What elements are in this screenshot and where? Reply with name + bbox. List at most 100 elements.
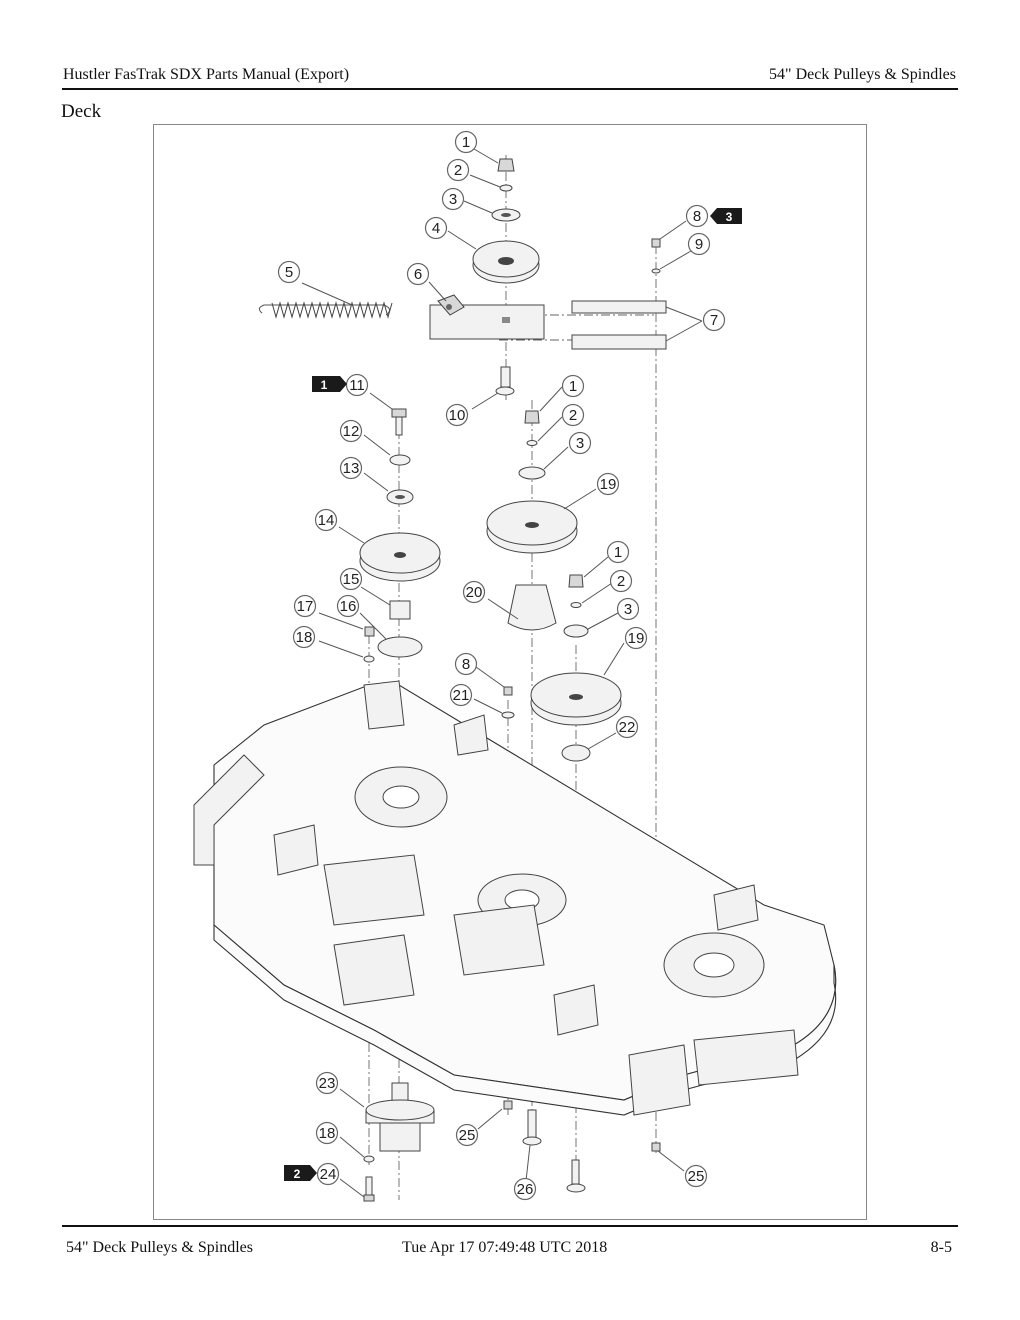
callout-8: 8: [454, 652, 478, 676]
svg-text:25: 25: [459, 1127, 476, 1144]
kit-flag-1: 1: [312, 376, 347, 392]
svg-text:4: 4: [432, 220, 440, 237]
svg-text:8: 8: [462, 656, 470, 673]
callout-6: 6: [406, 262, 430, 286]
callout-12: 12: [339, 419, 363, 443]
svg-text:19: 19: [600, 476, 617, 493]
exploded-parts-diagram: 1 2 3 4 5 6 7 8 9 10 11 12 13 14 15 16 1…: [153, 124, 867, 1220]
callout-21: 21: [449, 683, 473, 707]
kit-flag-3: 3: [710, 208, 742, 224]
svg-text:1: 1: [614, 544, 622, 561]
svg-text:10: 10: [449, 407, 466, 424]
header-manual-title: Hustler FasTrak SDX Parts Manual (Export…: [63, 66, 350, 83]
bolt-part: [495, 366, 515, 396]
callout-18: 18: [315, 1121, 339, 1145]
svg-text:24: 24: [320, 1166, 337, 1183]
svg-text:23: 23: [319, 1075, 336, 1092]
svg-text:26: 26: [517, 1181, 534, 1198]
svg-text:16: 16: [340, 598, 357, 615]
callout-3: 3: [441, 187, 465, 211]
svg-text:25: 25: [688, 1168, 705, 1185]
callout-24: 24: [316, 1162, 340, 1186]
svg-text:5: 5: [285, 264, 293, 281]
svg-text:11: 11: [349, 377, 365, 394]
svg-text:2: 2: [569, 407, 577, 424]
bracket-part: [571, 300, 667, 350]
svg-text:14: 14: [318, 512, 335, 529]
spring-part: [258, 301, 393, 319]
callout-1: 1: [561, 374, 585, 398]
callout-15: 15: [339, 567, 363, 591]
center-pulley-stack: [486, 410, 578, 631]
svg-text:8: 8: [693, 208, 701, 225]
callout-17: 17: [293, 594, 317, 618]
callout-19: 19: [624, 626, 648, 650]
svg-text:19: 19: [628, 630, 645, 647]
svg-text:1: 1: [569, 378, 577, 395]
left-pulley-stack: [359, 408, 441, 658]
callout-7: 7: [702, 308, 726, 332]
svg-text:3: 3: [624, 601, 632, 618]
svg-text:22: 22: [619, 719, 636, 736]
footer-page-number: 8-5: [930, 1239, 952, 1256]
svg-text:6: 6: [414, 266, 422, 283]
callout-26: 26: [513, 1177, 537, 1201]
callout-19: 19: [596, 472, 620, 496]
svg-text:1: 1: [321, 378, 328, 392]
svg-text:3: 3: [449, 191, 457, 208]
callout-9: 9: [687, 232, 711, 256]
idler-arm-part: [429, 294, 545, 340]
callout-25: 25: [684, 1164, 708, 1188]
footer-timestamp: Tue Apr 17 07:49:48 UTC 2018: [402, 1239, 608, 1256]
callout-8: 8: [685, 204, 709, 228]
header-section-name: 54" Deck Pulleys & Spindles: [769, 66, 956, 83]
header-rule: [62, 88, 958, 90]
callout-2: 2: [446, 158, 470, 182]
svg-text:13: 13: [343, 460, 360, 477]
svg-text:12: 12: [343, 423, 360, 440]
top-pulley-stack: [472, 158, 540, 284]
callout-22: 22: [615, 715, 639, 739]
callout-1: 1: [454, 130, 478, 154]
callout-16: 16: [336, 594, 360, 618]
spindle-part: [363, 1082, 435, 1202]
svg-text:3: 3: [726, 210, 733, 224]
callout-5: 5: [277, 260, 301, 284]
svg-text:7: 7: [710, 312, 718, 329]
leader-lines: [301, 148, 703, 1198]
svg-text:20: 20: [466, 584, 483, 601]
nut-washer-part: [651, 238, 661, 274]
callout-20: 20: [462, 580, 486, 604]
callout-1: 1: [606, 540, 630, 564]
svg-text:2: 2: [617, 573, 625, 590]
callout-14: 14: [314, 508, 338, 532]
svg-text:3: 3: [576, 435, 584, 452]
callout-13: 13: [339, 456, 363, 480]
callout-4: 4: [424, 216, 448, 240]
nut-washer-part: [363, 626, 375, 663]
footer-rule: [62, 1225, 958, 1227]
callout-10: 10: [445, 403, 469, 427]
svg-text:2: 2: [294, 1167, 301, 1181]
svg-text:9: 9: [695, 236, 703, 253]
callout-3: 3: [616, 597, 640, 621]
nut-washer-part: [501, 686, 515, 719]
svg-text:2: 2: [454, 162, 462, 179]
footer-section-name: 54" Deck Pulleys & Spindles: [66, 1239, 253, 1256]
section-title: Deck: [61, 101, 102, 122]
svg-text:18: 18: [296, 629, 313, 646]
svg-text:1: 1: [462, 134, 470, 151]
deck-shell: [193, 680, 837, 1116]
callout-18: 18: [292, 625, 316, 649]
callout-2: 2: [609, 569, 633, 593]
svg-text:15: 15: [343, 571, 360, 588]
svg-text:21: 21: [453, 687, 470, 704]
callout-23: 23: [315, 1071, 339, 1095]
kit-flag-2: 2: [284, 1165, 317, 1181]
svg-text:17: 17: [297, 598, 314, 615]
callout-2: 2: [561, 403, 585, 427]
callout-25: 25: [455, 1123, 479, 1147]
svg-text:18: 18: [319, 1125, 336, 1142]
callout-11: 11: [345, 373, 369, 397]
bolt-part: [503, 1100, 661, 1193]
